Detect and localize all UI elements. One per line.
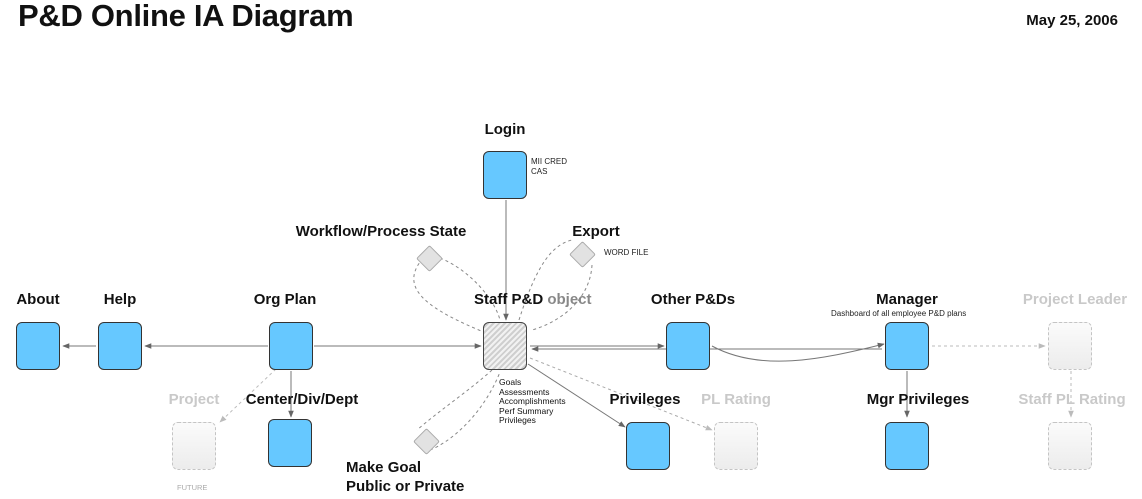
detail-assessments: Assessments: [499, 386, 550, 397]
org-plan-label: Org Plan: [253, 291, 317, 308]
loop-workflow: [413, 257, 501, 334]
other-pds-label: Other P&Ds: [650, 291, 736, 308]
center-label: Center/Div/Dept: [245, 391, 359, 408]
login-node[interactable]: [483, 151, 527, 199]
manager-note: Dashboard of all employee P&D plans: [831, 309, 967, 318]
staff-pd-label: Staff P&D object: [474, 291, 592, 308]
privileges-label: Privileges: [609, 391, 681, 408]
login-note-line-2: CAS: [531, 166, 548, 176]
project-leader-label: Project Leader: [1022, 291, 1128, 308]
privileges-node[interactable]: [626, 422, 670, 470]
edge-staff-plrating: [529, 357, 713, 431]
org-plan-node[interactable]: [269, 322, 313, 370]
login-note-line-1: MII CRED: [531, 157, 567, 166]
export-label: Export: [572, 223, 620, 240]
staff-pd-details: Goals Assessments Accomplishments Perf S…: [499, 377, 566, 426]
manager-node[interactable]: [885, 322, 929, 370]
project-note: FUTURE: [177, 483, 208, 492]
login-label: Login: [484, 121, 526, 138]
export-note: WORD FILE: [604, 248, 649, 257]
project-node[interactable]: [172, 422, 216, 470]
staff-pd-title: Staff P&D: [474, 291, 544, 308]
project-label: Project: [168, 391, 220, 408]
staff-pd-sub: object: [547, 291, 592, 308]
center-node[interactable]: [268, 419, 312, 467]
login-note: MII CRED CAS: [531, 157, 567, 176]
pl-rating-label: PL Rating: [701, 391, 771, 408]
other-pds-node[interactable]: [666, 322, 710, 370]
workflow-label: Workflow/Process State: [295, 223, 467, 240]
page-title: P&D Online IA Diagram: [18, 0, 354, 33]
pl-rating-node[interactable]: [714, 422, 758, 470]
edge-staff-priv: [527, 363, 626, 428]
detail-accomplishments: Accomplishments: [499, 396, 566, 407]
staff-pd-node[interactable]: [483, 322, 527, 370]
help-label: Help: [103, 291, 137, 308]
staff-pl-rating-node[interactable]: [1048, 422, 1092, 470]
detail-goals: Goals: [499, 377, 522, 387]
mgr-privileges-node[interactable]: [885, 422, 929, 470]
detail-privileges: Privileges: [499, 415, 536, 426]
make-goal-label: Make Goal Public or Private: [346, 458, 464, 496]
staff-pl-rating-label: Staff PL Rating: [1018, 391, 1126, 408]
diagram-date: May 25, 2006: [1026, 12, 1118, 29]
about-node[interactable]: [16, 322, 60, 370]
help-node[interactable]: [98, 322, 142, 370]
detail-perf-summary: Perf Summary: [499, 405, 554, 416]
loop-export: [518, 239, 593, 331]
loop-makegoal: [416, 369, 501, 451]
about-label: About: [16, 291, 60, 308]
edge-other-manager: [711, 342, 885, 362]
make-goal-line-2: Public or Private: [346, 478, 465, 495]
make-goal-line-1: Make Goal: [346, 459, 422, 476]
manager-label: Manager: [876, 291, 938, 308]
edge-org-project: [219, 368, 277, 423]
mgr-privileges-label: Mgr Privileges: [866, 391, 970, 408]
project-leader-node[interactable]: [1048, 322, 1092, 370]
